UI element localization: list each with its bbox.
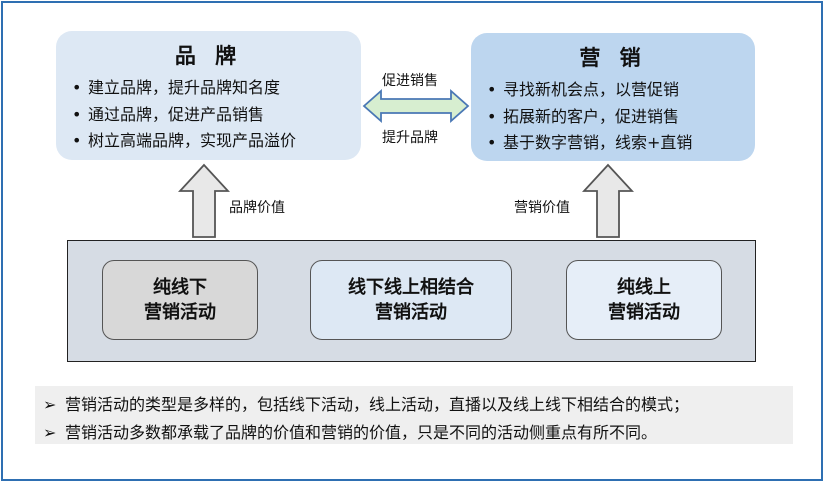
bullet-dot-icon: • <box>72 131 82 150</box>
note-item: ➢营销活动的类型是多样的，包括线下活动，线上活动，直播以及线上线下相结合的模式； <box>43 395 690 414</box>
marketing-card: 营 销 •寻找新机会点，以营促销 •拓展新的客户，促进销售 •基于数字营销，线索… <box>471 33 755 161</box>
bullet-dot-icon: • <box>72 104 82 124</box>
notes-box: ➢营销活动的类型是多样的，包括线下活动，线上活动，直播以及线上线下相结合的模式；… <box>35 386 793 444</box>
online-activity-box: 纯线上 营销活动 <box>566 260 722 340</box>
marketing-item: •基于数字营销，线索+直销 <box>487 130 692 157</box>
bullet-dot-icon: • <box>487 133 497 152</box>
brand-list: •建立品牌，提升品牌知名度 •通过品牌，促进产品销售 •树立高端品牌，实现产品溢… <box>72 75 296 155</box>
marketing-value-label: 营销价值 <box>514 200 570 216</box>
mixed-activity-box: 线下线上相结合 营销活动 <box>310 260 512 340</box>
brand-item: •通过品牌，促进产品销售 <box>72 102 296 129</box>
up-arrow-left-icon <box>178 163 230 238</box>
marketing-item: •寻找新机会点，以营促销 <box>487 77 692 104</box>
brand-item: •建立品牌，提升品牌知名度 <box>72 75 296 102</box>
marketing-list: •寻找新机会点，以营促销 •拓展新的客户，促进销售 •基于数字营销，线索+直销 <box>487 77 692 157</box>
bullet-dot-icon: • <box>487 106 497 126</box>
marketing-title: 营 销 <box>579 46 647 70</box>
activities-panel: 纯线下 营销活动 线下线上相结合 营销活动 纯线上 营销活动 <box>67 240 756 362</box>
offline-activity-box: 纯线下 营销活动 <box>102 260 258 340</box>
brand-value-label: 品牌价值 <box>229 200 285 216</box>
brand-card: 品 牌 •建立品牌，提升品牌知名度 •通过品牌，促进产品销售 •树立高端品牌，实… <box>56 31 361 160</box>
brand-title: 品 牌 <box>174 44 243 68</box>
bullet-dot-icon: • <box>487 80 497 99</box>
bullet-dot-icon: • <box>72 78 82 97</box>
promote-sales-label: 促进销售 <box>382 73 438 89</box>
brand-item: •树立高端品牌，实现产品溢价 <box>72 128 296 155</box>
triangle-bullet-icon: ➢ <box>43 395 57 414</box>
up-arrow-right-icon <box>582 163 634 238</box>
marketing-item: •拓展新的客户，促进销售 <box>487 104 692 131</box>
note-item: ➢营销活动多数都承载了品牌的价值和营销的价值，只是不同的活动侧重点有所不同。 <box>43 423 658 442</box>
boost-brand-label: 提升品牌 <box>382 130 438 146</box>
double-arrow-icon <box>362 89 470 123</box>
triangle-bullet-icon: ➢ <box>43 423 57 442</box>
